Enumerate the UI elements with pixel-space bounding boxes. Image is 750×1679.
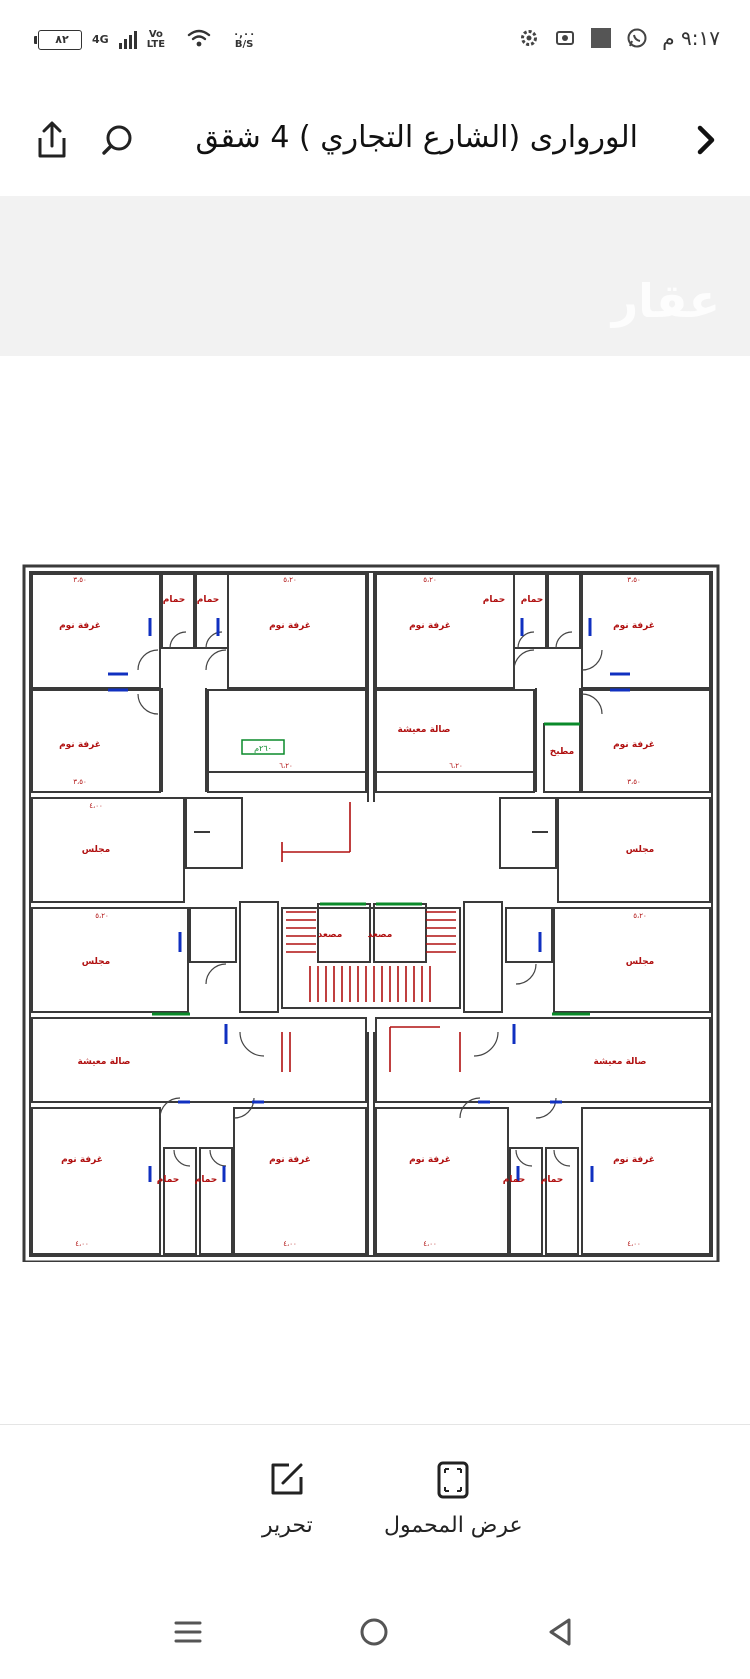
plan-label: غرفة نوم [613, 740, 655, 750]
plan-label: مصعد [368, 930, 393, 940]
network-speed: ٠,٠٠ B/S [233, 28, 256, 50]
status-left-group: ٨٢ 4G Vo LTE ٠,٠٠ B/S [34, 28, 255, 51]
plan-label: غرفة نوم [409, 1155, 451, 1165]
settings-gear-icon [518, 27, 540, 49]
aqar-watermark: عقار [611, 274, 720, 328]
bottom-actions: تحرير عرض المحمول [0, 1425, 750, 1575]
dimension-label: ٥،٢٠ [95, 912, 109, 920]
clock: ٩:١٧ م [662, 26, 720, 50]
plan-label: صالة معيشة [78, 1057, 131, 1067]
plan-label: غرفة نوم [269, 1155, 311, 1165]
plan-label: مصعد [318, 930, 343, 940]
floor-plan-viewer[interactable]: ٢٦٠م غرفة نوم غرفة نوم غرفة نوم غرفة نوم… [0, 356, 750, 1426]
dimension-label: ٤،٠٠ [423, 1240, 437, 1248]
volte-badge: Vo LTE [146, 28, 166, 50]
dimension-label: ٤،٠٠ [89, 802, 103, 810]
status-right-group: ٩:١٧ م [518, 26, 720, 50]
plan-label: مجلس [626, 845, 654, 855]
dimension-label: ٤،٠٠ [283, 1240, 297, 1248]
plan-label: غرفة نوم [409, 621, 451, 631]
search-icon [102, 125, 132, 155]
share-button[interactable] [32, 118, 72, 162]
network-type: 4G [92, 33, 109, 46]
plan-label: حمام [163, 595, 186, 605]
plan-label: غرفة نوم [59, 621, 101, 631]
plan-label: غرفة نوم [59, 740, 101, 750]
dimension-label: ٣،٥٠ [73, 778, 87, 786]
chevron-right-icon [697, 125, 715, 155]
dimension-label: ٥،٢٠ [633, 912, 647, 920]
plan-label: حمام [195, 1175, 218, 1185]
share-icon [38, 121, 66, 158]
home-circle-icon [360, 1618, 388, 1646]
dimension-label: ٤،٠٠ [627, 1240, 641, 1248]
floor-plan-image: ٢٦٠م غرفة نوم غرفة نوم غرفة نوم غرفة نوم… [22, 564, 720, 1262]
plan-label: صالة معيشة [594, 1057, 647, 1067]
edit-button[interactable]: تحرير [262, 1459, 313, 1538]
plan-label: مجلس [82, 957, 110, 967]
plan-label: مجلس [82, 845, 110, 855]
back-triangle-icon [549, 1618, 571, 1646]
fullscreen-icon [437, 1461, 469, 1499]
search-button[interactable] [98, 120, 138, 160]
menu-icon [174, 1621, 202, 1643]
stop-icon [590, 27, 612, 49]
dimension-label: ٥،٢٠ [283, 576, 297, 584]
actions-divider [0, 1424, 750, 1425]
plan-label: حمام [197, 595, 220, 605]
mobile-view-label: عرض المحمول [384, 1513, 523, 1538]
plan-label: حمام [483, 595, 506, 605]
dimension-label: ٦،٢٠ [279, 762, 293, 770]
edit-icon [271, 1463, 303, 1495]
home-button[interactable] [354, 1612, 394, 1652]
plan-label: مجلس [626, 957, 654, 967]
dimension-label: ٣،٥٠ [627, 576, 641, 584]
back-button[interactable] [686, 118, 726, 162]
dimension-label: ٤،٠٠ [75, 1240, 89, 1248]
mobile-view-button[interactable]: عرض المحمول [384, 1459, 523, 1538]
plan-label: غرفة نوم [269, 621, 311, 631]
system-nav-bar [0, 1590, 750, 1679]
plan-label: غرفة نوم [613, 621, 655, 631]
recent-apps-button[interactable] [168, 1612, 208, 1652]
plan-label: مطبخ [550, 747, 575, 757]
plan-label: صالة معيشة [398, 725, 451, 735]
battery-icon: ٨٢ [34, 29, 82, 50]
plan-label: غرفة نوم [61, 1155, 103, 1165]
wifi-icon [187, 28, 211, 51]
back-nav-button[interactable] [540, 1612, 580, 1652]
area-tag: ٢٦٠م [254, 744, 272, 753]
signal-icon [118, 30, 137, 49]
plan-label: غرفة نوم [613, 1155, 655, 1165]
plan-label: حمام [157, 1175, 180, 1185]
dimension-label: ٥،٢٠ [423, 576, 437, 584]
dimension-label: ٦،٢٠ [449, 762, 463, 770]
dimension-label: ٣،٥٠ [73, 576, 87, 584]
edit-label: تحرير [262, 1513, 313, 1538]
app-bar: الوروارى (الشارع التجاري ) 4 شقق [0, 84, 750, 196]
banner-strip: عقار [0, 196, 750, 356]
plan-label: حمام [541, 1175, 564, 1185]
screenshot-icon [554, 27, 576, 49]
plan-label: حمام [521, 595, 544, 605]
dimension-label: ٣،٥٠ [627, 778, 641, 786]
whatsapp-icon [626, 27, 648, 49]
page-title: الوروارى (الشارع التجاري ) 4 شقق [195, 120, 638, 155]
battery-level: ٨٢ [55, 33, 69, 46]
status-bar: ٨٢ 4G Vo LTE ٠,٠٠ B/S [0, 0, 750, 84]
plan-label: حمام [503, 1175, 526, 1185]
